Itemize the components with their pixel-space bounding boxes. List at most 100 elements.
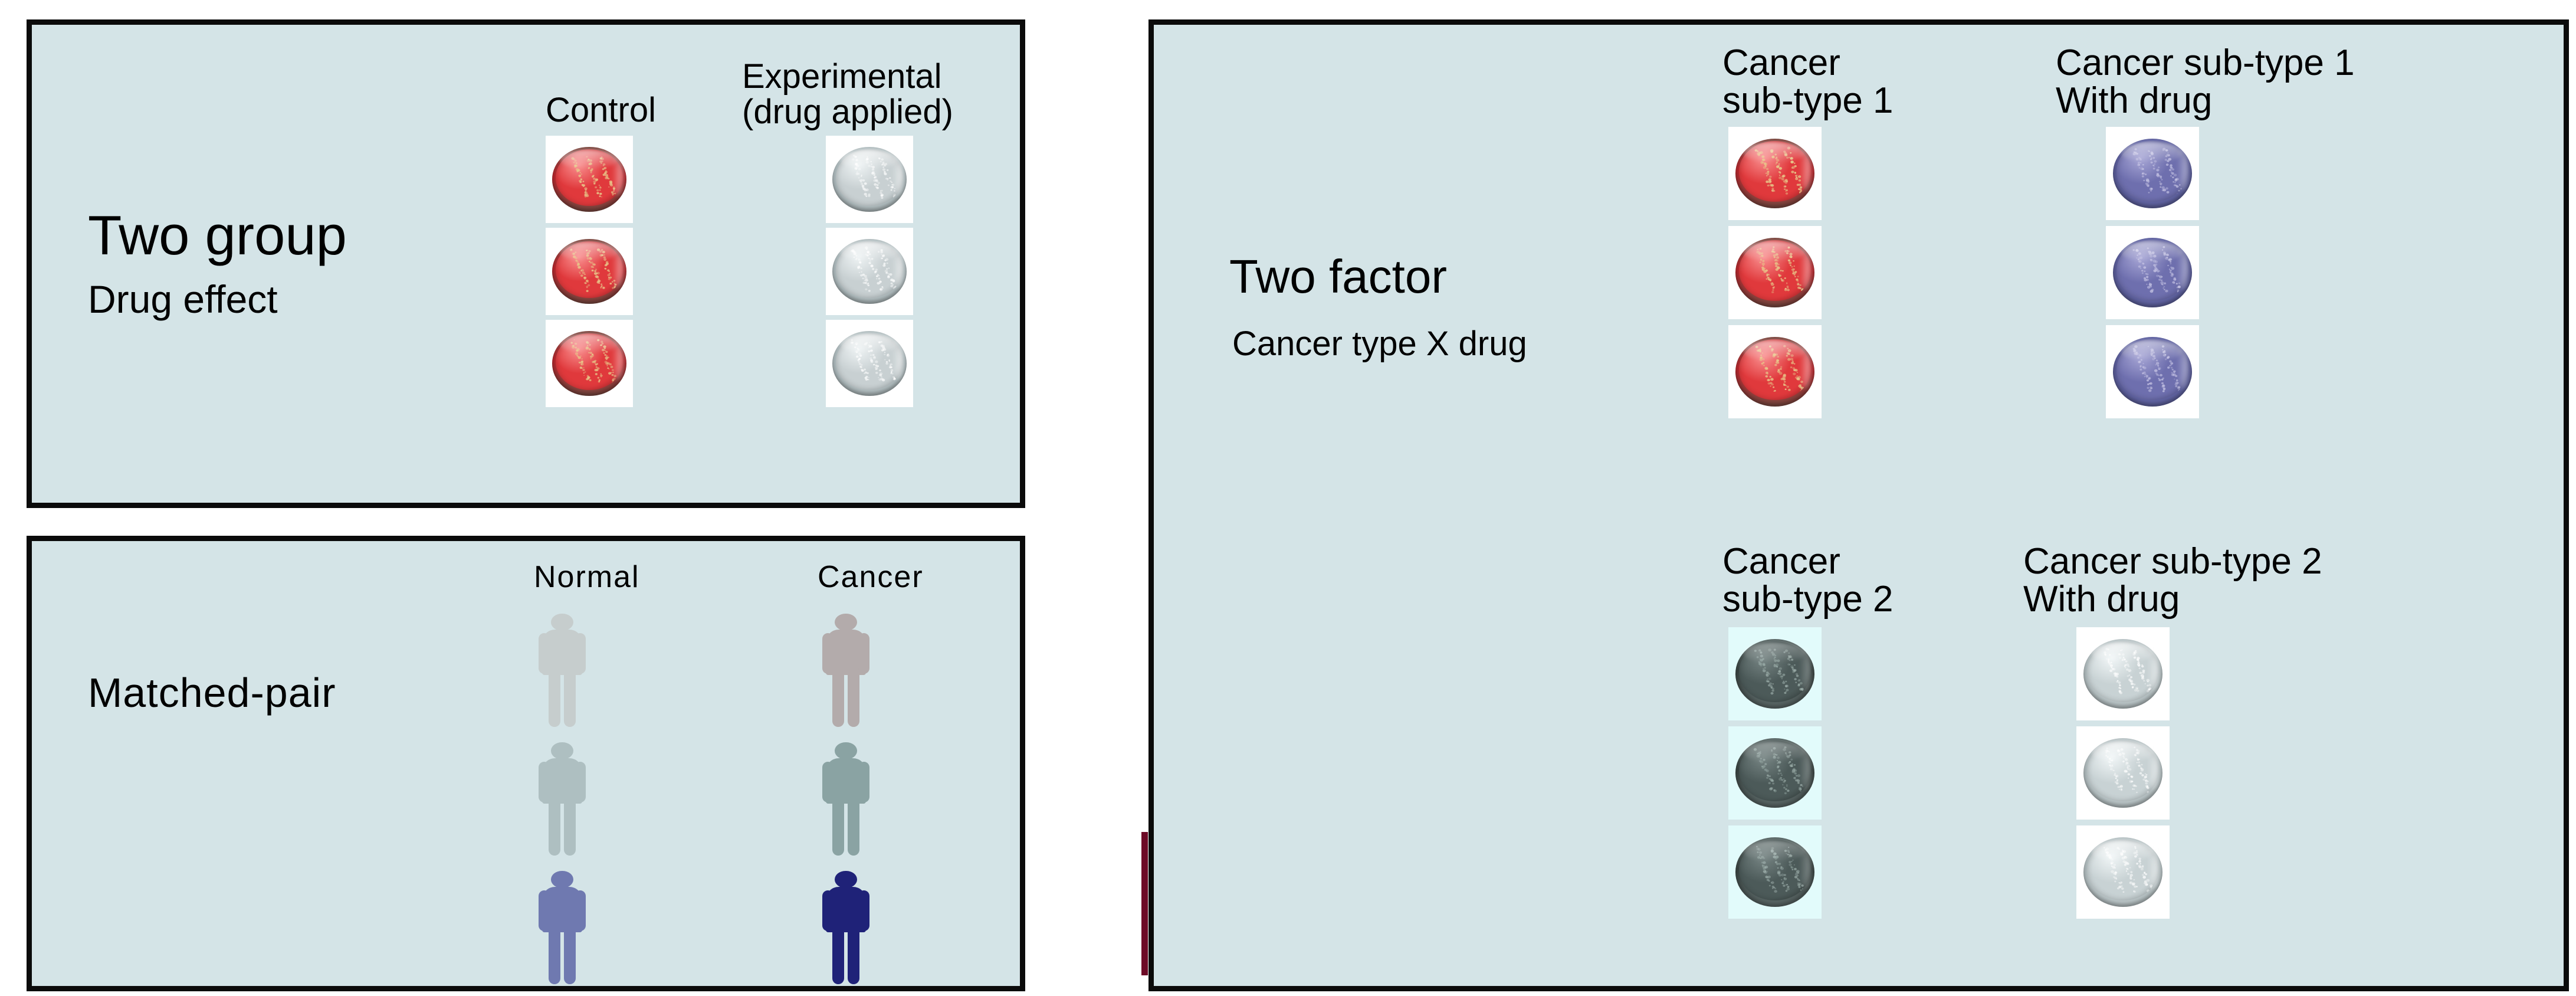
person-head <box>551 871 573 889</box>
column-label-cancer-subtype-2: Cancer sub-type 2 <box>1722 541 1894 620</box>
dish-agar <box>1739 339 1811 401</box>
person-icon <box>534 614 589 729</box>
dish-tile <box>2076 825 2170 919</box>
petri-dish-icon <box>832 146 907 212</box>
person-column-cancer <box>818 614 873 987</box>
colony-streaks <box>2132 246 2181 293</box>
colony-streaks <box>850 246 897 292</box>
person-slot <box>534 742 589 858</box>
dish-tile <box>826 136 913 223</box>
person-leg-right <box>847 800 859 856</box>
dish-tile <box>2106 325 2199 418</box>
person-slot <box>818 742 873 858</box>
panel-matched-pair: Matched-pair <box>27 536 1025 991</box>
dish-agar <box>555 333 624 391</box>
person-arm-right <box>858 890 870 931</box>
person-head <box>835 614 857 631</box>
column-label-control: Control <box>546 91 656 129</box>
dish-tile <box>1728 127 1822 220</box>
panel-two-factor: Two factor Cancer type X drug <box>1148 19 2569 991</box>
petri-dish-icon <box>1735 238 1814 307</box>
column-label-cancer: Cancer <box>818 560 924 594</box>
person-leg-left <box>549 671 561 728</box>
person-slot <box>534 614 589 729</box>
petri-dish-icon <box>552 238 626 304</box>
colony-streaks <box>1756 246 1804 294</box>
colony-streaks <box>2103 846 2154 893</box>
dish-tile <box>1728 325 1822 418</box>
dish-agar <box>1739 741 1811 802</box>
person-arm-right <box>858 762 870 802</box>
person-leg-left <box>832 929 845 985</box>
petri-dish-icon <box>2083 738 2162 808</box>
colony-streaks <box>1753 746 1803 795</box>
dish-agar <box>835 241 904 299</box>
dish-tile <box>546 320 633 407</box>
person-head <box>551 742 573 760</box>
colony-streaks <box>1755 846 1804 893</box>
column-label-experimental: Experimental (drug applied) <box>742 57 953 131</box>
person-arm-right <box>858 633 870 674</box>
dish-tile <box>1728 226 1822 319</box>
petri-dish-icon <box>1735 139 1814 208</box>
dish-column-subtype-2 <box>1728 627 1822 919</box>
column-label-cancer-subtype-2-with-drug: Cancer sub-type 2 With drug <box>2023 541 2322 620</box>
dish-column-control <box>546 136 633 407</box>
dish-agar <box>555 149 624 207</box>
person-icon <box>818 871 873 987</box>
column-label-cancer-subtype-1-with-drug: Cancer sub-type 1 With drug <box>2056 42 2355 121</box>
dish-tile <box>1728 825 1822 919</box>
dish-tile <box>826 320 913 407</box>
petri-dish-icon <box>2113 337 2192 407</box>
colony-streaks <box>570 155 618 198</box>
dish-column-experimental <box>826 136 913 407</box>
person-leg-right <box>563 929 576 985</box>
dish-agar <box>2087 741 2159 802</box>
maroon-edge-artifact <box>1141 832 1148 975</box>
person-arm-left <box>538 890 550 931</box>
colony-streaks <box>2132 148 2183 195</box>
person-arm-left <box>538 633 550 674</box>
dish-tile <box>546 228 633 315</box>
person-leg-left <box>832 800 845 856</box>
column-label-cancer-subtype-1: Cancer sub-type 1 <box>1722 42 1894 121</box>
two-factor-subtitle: Cancer type X drug <box>1232 325 1527 363</box>
petri-dish-icon <box>552 146 626 212</box>
dish-column-subtype-1 <box>1728 127 1822 418</box>
colony-streaks <box>852 154 897 199</box>
colony-streaks <box>1754 146 1803 195</box>
petri-dish-icon <box>832 238 907 304</box>
two-factor-title: Two factor <box>1229 250 1448 303</box>
dish-agar <box>835 149 904 207</box>
colony-streaks <box>2105 746 2152 794</box>
petri-dish-icon <box>2113 238 2192 307</box>
dish-agar <box>1739 240 1811 302</box>
person-arm-left <box>822 890 834 931</box>
dish-agar <box>2116 240 2188 302</box>
dish-tile <box>1728 627 1822 720</box>
dish-agar <box>835 333 904 391</box>
person-slot <box>818 871 873 987</box>
person-column-normal <box>534 614 589 987</box>
two-group-subtitle: Drug effect <box>88 277 278 321</box>
petri-dish-icon <box>552 330 626 397</box>
dish-agar <box>2116 339 2188 401</box>
petri-dish-icon <box>1735 738 1814 808</box>
person-icon <box>818 614 873 729</box>
dish-tile <box>1728 726 1822 820</box>
person-slot <box>534 871 589 987</box>
petri-dish-icon <box>2083 639 2162 709</box>
colony-streaks <box>569 248 617 292</box>
dish-agar <box>1739 840 1811 901</box>
dish-agar <box>2087 641 2159 703</box>
person-arm-left <box>822 633 834 674</box>
column-label-normal: Normal <box>534 560 640 594</box>
dish-column-subtype-1-drug <box>2106 127 2199 418</box>
person-arm-left <box>538 762 550 802</box>
person-arm-right <box>574 762 586 802</box>
dish-tile <box>826 228 913 315</box>
petri-dish-icon <box>2113 139 2192 208</box>
dish-tile <box>2076 726 2170 820</box>
petri-dish-icon <box>1735 837 1814 907</box>
colony-streaks <box>570 339 616 384</box>
